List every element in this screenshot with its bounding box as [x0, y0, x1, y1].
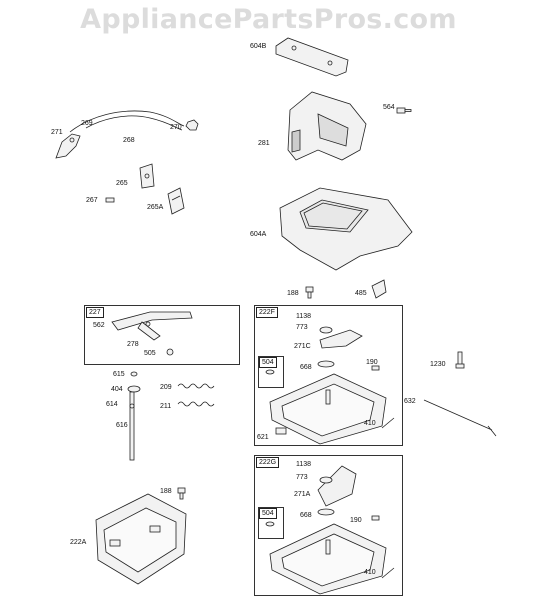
label-188-bottom: 188 — [160, 488, 172, 495]
clamp-265 — [139, 163, 155, 189]
label-562: 562 — [93, 322, 105, 329]
screw-267 — [105, 197, 115, 203]
label-564: 564 — [383, 104, 395, 111]
group-label-504-G: 504 — [259, 508, 277, 519]
group-222G-frame — [254, 455, 403, 596]
label-265: 265 — [116, 180, 128, 187]
throttle-cable-268 — [69, 110, 185, 133]
group-504F-frame — [258, 356, 284, 388]
spring-668-G — [317, 508, 335, 516]
screw-188-top — [305, 286, 314, 299]
panel-222G — [269, 523, 387, 595]
washer-615 — [130, 371, 138, 377]
label-410-G: 410 — [364, 569, 376, 576]
label-1230: 1230 — [430, 361, 446, 368]
spring-668 — [317, 360, 335, 368]
screw-190-F — [371, 365, 380, 371]
spring-211 — [177, 401, 215, 407]
label-773-G: 773 — [296, 474, 308, 481]
label-271C: 271C — [294, 343, 311, 350]
label-485: 485 — [355, 290, 367, 297]
label-604B: 604B — [250, 43, 267, 50]
group-504G-frame — [258, 507, 284, 539]
washer-504-G — [265, 521, 275, 527]
label-265A: 265A — [147, 204, 164, 211]
group-222F-frame — [254, 305, 403, 446]
lever-271C — [319, 329, 363, 349]
link-410-G — [381, 567, 395, 579]
group-227-frame — [84, 305, 240, 365]
label-269: 269 — [81, 120, 93, 127]
label-621: 621 — [257, 434, 269, 441]
lever-271 — [55, 133, 81, 159]
label-668-F: 668 — [300, 364, 312, 371]
label-281: 281 — [258, 140, 270, 147]
washer-773-G — [319, 476, 333, 484]
screw-188-bottom — [177, 487, 186, 500]
link-410-F — [381, 417, 395, 429]
label-1138-G: 1138 — [296, 461, 312, 468]
governor-lever-227 — [111, 311, 193, 341]
watermark-text: AppliancePartsPros.com — [80, 4, 457, 35]
label-604A: 604A — [250, 231, 267, 238]
clip-621 — [275, 427, 287, 435]
label-271A: 271A — [294, 491, 311, 498]
label-616: 616 — [116, 422, 128, 429]
group-label-222F: 222F — [256, 307, 278, 318]
control-bracket-222A — [95, 493, 187, 585]
cover-604A — [279, 187, 413, 271]
lever-271A — [317, 465, 357, 507]
label-188-top: 188 — [287, 290, 299, 297]
label-615: 615 — [113, 371, 125, 378]
blower-housing-281 — [287, 91, 367, 161]
label-632: 632 — [404, 398, 416, 405]
label-190-G: 190 — [350, 517, 362, 524]
clip-485 — [371, 279, 387, 299]
label-267: 267 — [86, 197, 98, 204]
label-222A: 222A — [70, 539, 87, 546]
label-271: 271 — [51, 129, 63, 136]
nut-270 — [185, 119, 199, 131]
bracket-265A — [167, 187, 185, 215]
label-614: 614 — [106, 401, 118, 408]
group-label-504-F: 504 — [259, 357, 277, 368]
label-211: 211 — [160, 403, 172, 410]
label-773-F: 773 — [296, 324, 308, 331]
label-404: 404 — [111, 386, 123, 393]
screw-190-G — [371, 515, 380, 521]
panel-222F — [269, 373, 387, 445]
heat-shield-604B — [275, 37, 349, 77]
group-label-222G: 222G — [256, 457, 280, 468]
label-505: 505 — [144, 350, 156, 357]
label-1138-F: 1138 — [296, 313, 312, 320]
label-209: 209 — [160, 384, 172, 391]
switch-1230 — [455, 351, 465, 369]
washer-773 — [319, 326, 333, 334]
link-632 — [423, 399, 497, 437]
washer-404 — [127, 385, 141, 393]
label-190-F: 190 — [366, 359, 378, 366]
label-278: 278 — [127, 341, 139, 348]
spring-209 — [177, 383, 215, 389]
screw-564 — [396, 107, 412, 114]
label-668-G: 668 — [300, 512, 312, 519]
label-410-F: 410 — [364, 420, 376, 427]
nut-505 — [166, 348, 174, 356]
label-268: 268 — [123, 137, 135, 144]
washer-504-F — [265, 369, 275, 375]
label-270: 270 — [170, 124, 182, 131]
governor-shaft-616 — [129, 391, 135, 461]
group-label-227: 227 — [86, 307, 104, 318]
